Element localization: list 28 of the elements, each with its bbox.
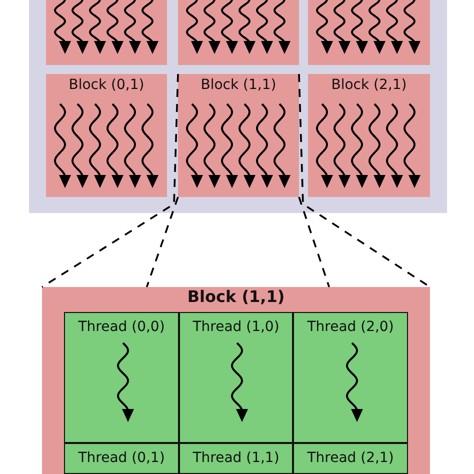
thread-label: Thread (1,1) [192, 450, 280, 466]
block-title: Block (1,1) [186, 287, 286, 306]
block-box [308, 0, 430, 65]
dashed-line [42, 74, 179, 288]
thread-cell [293, 312, 408, 443]
block-box [46, 0, 167, 65]
block-box [308, 74, 430, 197]
thread-label: Thread (0,0) [77, 319, 166, 335]
dashed-line [298, 74, 430, 288]
thread-cell [64, 443, 179, 474]
dashed-line [146, 196, 179, 288]
thread-cell [179, 312, 293, 443]
thread-label: Thread (2,1) [306, 450, 395, 466]
block-label: Block (0,1) [68, 77, 146, 93]
thread-label: Thread (0,1) [77, 450, 166, 466]
block-label: Block (2,1) [330, 77, 408, 93]
block-box [178, 0, 299, 65]
thread-cell [64, 312, 179, 443]
block-label: Block (1,1) [200, 77, 278, 93]
thread-label: Thread (1,0) [192, 319, 280, 335]
dashed-line [298, 196, 330, 288]
thread-label: Thread (2,0) [306, 319, 395, 335]
thread-cell [179, 443, 293, 474]
grid-panel [29, 0, 447, 213]
block-box [46, 74, 167, 197]
thread-cell [293, 443, 408, 474]
block-box [42, 287, 430, 474]
block-box [178, 74, 299, 197]
